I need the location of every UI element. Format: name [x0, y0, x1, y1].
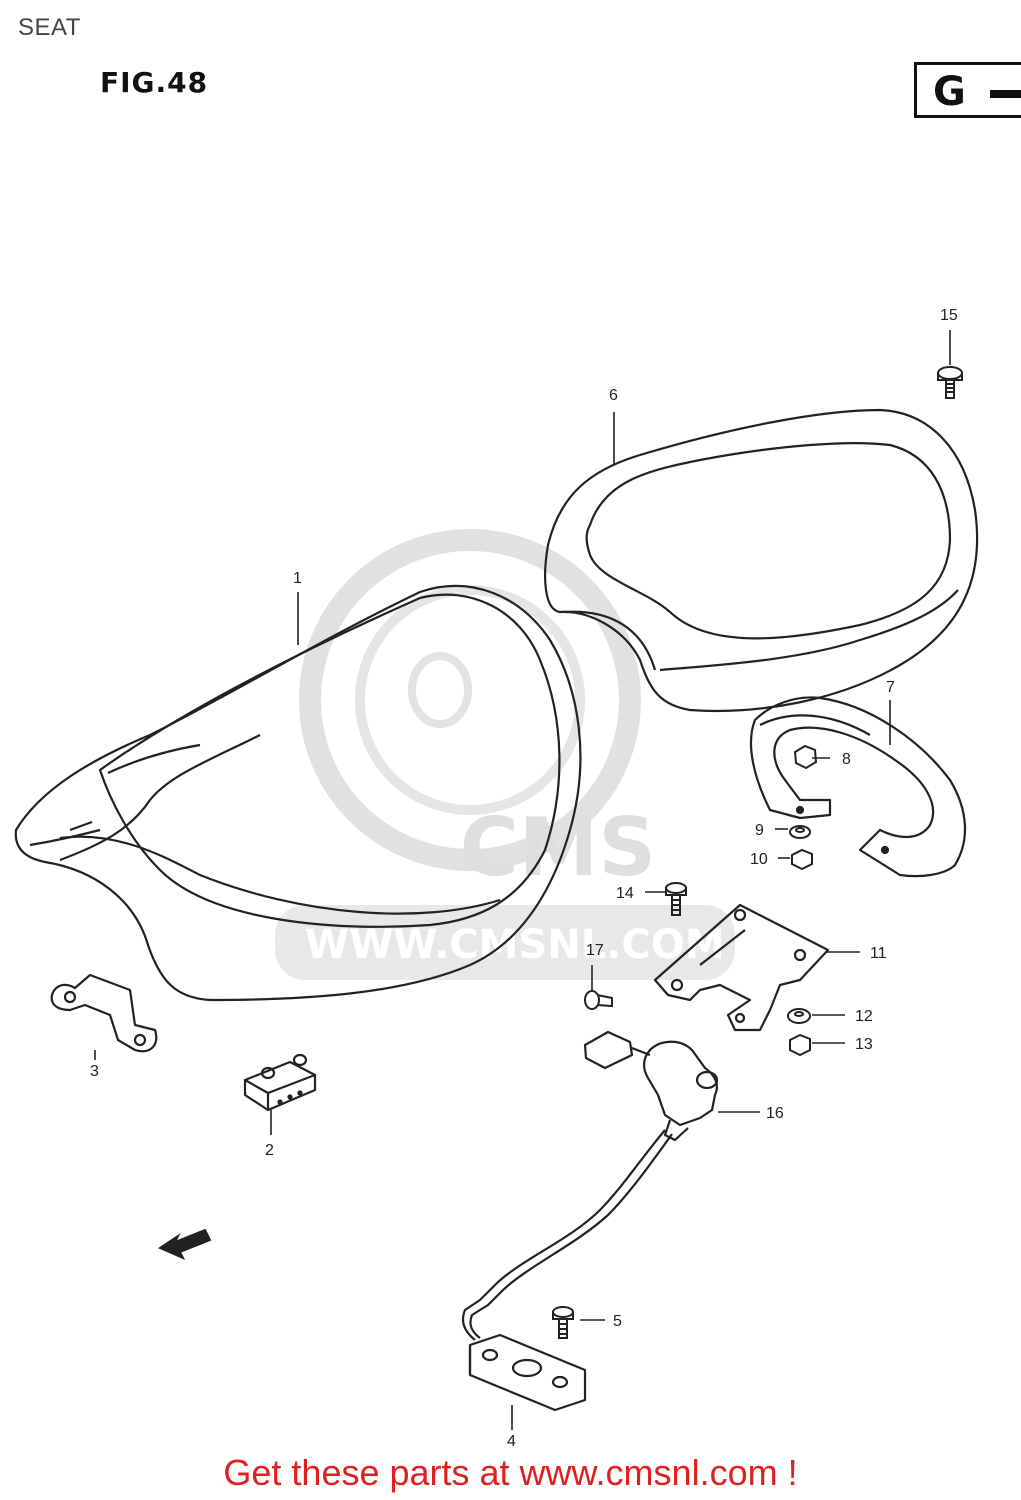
callout-17: 17	[586, 942, 604, 959]
bolt-17	[584, 990, 613, 1010]
nut-13	[789, 1033, 811, 1057]
bolt-15	[937, 366, 963, 399]
watermark-brand: CMS	[460, 801, 656, 894]
bolt-14	[665, 882, 687, 916]
rear-bracket-band	[749, 696, 967, 878]
corner-code-box: G	[914, 62, 1021, 118]
washer-9	[789, 825, 811, 839]
callout-16: 16	[766, 1105, 784, 1122]
watermark: CMS WWW.CMSNL.COM	[275, 529, 735, 980]
page-title: SEAT	[18, 14, 81, 41]
callout-9: 9	[755, 822, 764, 839]
latch-bracket-plate	[653, 903, 830, 1032]
callout-15: 15	[940, 307, 958, 324]
nut-8	[793, 744, 818, 770]
watermark-logo	[299, 529, 641, 871]
callout-14: 14	[616, 885, 634, 902]
corner-code: G	[933, 69, 966, 115]
callout-2: 2	[265, 1142, 274, 1159]
figure-label: FIG.48	[100, 66, 209, 99]
corner-code-dash	[990, 90, 1021, 98]
seat-lock-assembly	[461, 1030, 719, 1341]
callout-8: 8	[842, 751, 851, 768]
rear-seat	[544, 408, 979, 713]
callout-12: 12	[855, 1008, 873, 1025]
nut-10	[791, 848, 813, 871]
fwd-arrow-icon	[157, 1228, 212, 1261]
small-bracket	[50, 973, 158, 1053]
callout-1: 1	[293, 570, 302, 587]
rubber-cushion	[243, 1053, 317, 1112]
leader-lines	[94, 330, 951, 1430]
callout-11: 11	[870, 945, 887, 962]
front-seat	[14, 584, 582, 1002]
callout-5: 5	[613, 1313, 622, 1330]
callout-10: 10	[750, 851, 768, 868]
latch-base	[468, 1333, 587, 1412]
bolt-5	[552, 1306, 574, 1339]
callout-13: 13	[855, 1036, 873, 1053]
callout-6: 6	[609, 387, 618, 404]
callout-numbers: 1 2 3 4 5 6 7 8 9 10 11 12 13 14 15 16 1…	[90, 307, 958, 1450]
callout-4: 4	[507, 1433, 516, 1450]
callout-7: 7	[886, 679, 895, 696]
promo-link[interactable]: Get these parts at www.cmsnl.com !	[223, 1452, 798, 1493]
callout-3: 3	[90, 1063, 99, 1080]
watermark-url: WWW.CMSNL.COM	[305, 922, 725, 968]
washer-12	[787, 1008, 811, 1024]
